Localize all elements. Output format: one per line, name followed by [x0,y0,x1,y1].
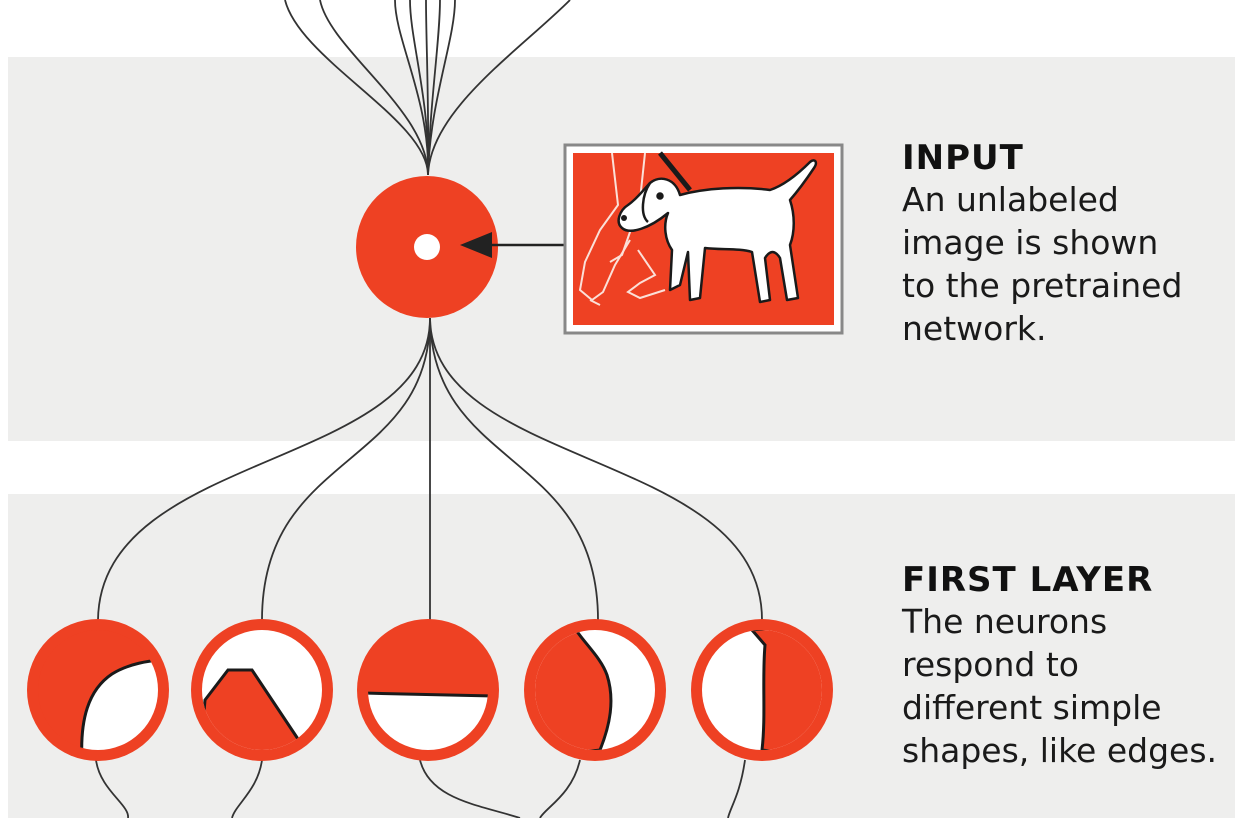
input-neuron-core [414,234,440,260]
dog-icon [617,159,818,304]
first-layer-title: FIRST LAYER [902,560,1154,600]
neuron-peak [191,619,333,761]
input-description: An unlabeled image is shown to the pretr… [902,180,1183,348]
neuron-curved-corner [27,619,169,761]
neuron-horizontal [357,619,499,761]
connections-to-next-layer [95,759,746,818]
first-layer-label-block: FIRST LAYER The neurons respond to diffe… [902,560,1217,772]
connections-input-to-first-layer [97,317,763,621]
input-label-block: INPUT An unlabeled image is shown to the… [902,138,1182,350]
neuron-crescent [524,619,666,761]
neuron-vertical [691,619,833,761]
connections-to-upper-layers [284,0,571,176]
input-neuron [356,176,498,318]
first-layer-neurons [27,619,833,761]
first-layer-description: The neurons respond to different simple … [902,602,1217,770]
input-title: INPUT [902,138,1024,178]
leash-line [658,151,692,192]
input-image [563,143,844,335]
input-arrow [460,232,565,258]
